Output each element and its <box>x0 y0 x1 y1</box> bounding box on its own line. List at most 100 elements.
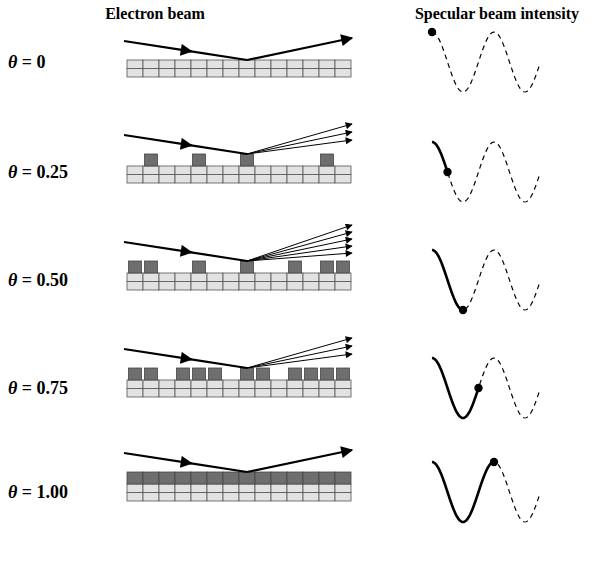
substrate-cell <box>223 389 239 398</box>
specular-beam <box>247 450 352 472</box>
substrate-cell <box>191 484 207 493</box>
adatom <box>177 368 190 380</box>
substrate-cell <box>143 389 159 398</box>
substrate-cell <box>159 484 175 493</box>
substrate-cell <box>175 493 191 502</box>
substrate-cell <box>303 166 319 175</box>
incident-beam <box>124 242 192 252</box>
substrate-cell <box>335 493 351 502</box>
substrate-cell <box>303 493 319 502</box>
substrate-cell <box>287 389 303 398</box>
surface-row <box>124 124 540 202</box>
substrate-cell <box>191 69 207 78</box>
substrate-cell <box>127 389 143 398</box>
scattered-beam <box>247 354 352 368</box>
coverage-label: θ = 0.25 <box>8 162 68 183</box>
substrate-cell <box>255 493 271 502</box>
adatom <box>193 154 206 166</box>
substrate-cell <box>207 175 223 184</box>
substrate-cell <box>191 493 207 502</box>
substrate-cell <box>335 273 351 282</box>
adsorbed-layer-cell <box>207 472 223 484</box>
substrate-cell <box>239 389 255 398</box>
incident-beam <box>190 145 248 154</box>
substrate-cell <box>223 273 239 282</box>
substrate-cell <box>143 166 159 175</box>
substrate-cell <box>255 389 271 398</box>
intensity-curve-dashed <box>432 142 540 202</box>
substrate-cell <box>127 484 143 493</box>
substrate-cell <box>255 380 271 389</box>
substrate-cell <box>303 282 319 291</box>
substrate-cell <box>271 389 287 398</box>
substrate-cell <box>271 493 287 502</box>
adatom <box>321 261 334 273</box>
substrate-cell <box>127 282 143 291</box>
surface-row <box>124 450 540 522</box>
substrate-cell <box>207 484 223 493</box>
substrate-cell <box>335 282 351 291</box>
intensity-curve-solid <box>432 250 463 310</box>
substrate-cell <box>255 69 271 78</box>
scattered-beam <box>247 338 352 368</box>
adatom <box>289 261 302 273</box>
adatom <box>321 368 334 380</box>
incident-beam <box>190 359 248 368</box>
substrate-cell <box>143 273 159 282</box>
substrate-cell <box>287 380 303 389</box>
coverage-symbol: θ <box>8 378 17 398</box>
adatom <box>241 154 254 166</box>
substrate-cell <box>191 380 207 389</box>
substrate-cell <box>143 60 159 69</box>
intensity-dot <box>474 384 482 392</box>
intensity-curve-dashed <box>432 462 540 522</box>
coverage-symbol: θ <box>8 162 17 182</box>
substrate-cell <box>255 175 271 184</box>
substrate-cell <box>207 69 223 78</box>
substrate-cell <box>159 389 175 398</box>
substrate-cell <box>319 389 335 398</box>
intensity-curve-solid <box>432 358 479 418</box>
substrate-cell <box>223 484 239 493</box>
surface-row <box>124 338 540 418</box>
substrate-cell <box>175 380 191 389</box>
substrate-cell <box>127 60 143 69</box>
substrate-cell <box>303 69 319 78</box>
substrate-cell <box>335 69 351 78</box>
substrate-cell <box>319 493 335 502</box>
intensity-curve-dashed <box>432 250 540 310</box>
substrate-cell <box>287 60 303 69</box>
adatom <box>193 261 206 273</box>
substrate-cell <box>335 380 351 389</box>
substrate-cell <box>287 484 303 493</box>
substrate-cell <box>127 380 143 389</box>
substrate-cell <box>127 69 143 78</box>
intensity-dot <box>490 458 498 466</box>
substrate-cell <box>239 166 255 175</box>
substrate-cell <box>207 493 223 502</box>
adsorbed-layer-cell <box>319 472 335 484</box>
substrate-cell <box>127 273 143 282</box>
adatom <box>321 154 334 166</box>
adatom <box>145 261 158 273</box>
substrate-cell <box>303 273 319 282</box>
adatom <box>337 368 350 380</box>
substrate-cell <box>255 166 271 175</box>
column-heading: Specular beam intensity <box>415 5 579 23</box>
adsorbed-layer-cell <box>239 472 255 484</box>
adatom <box>289 368 302 380</box>
scattered-beam <box>247 140 352 154</box>
substrate-cell <box>207 60 223 69</box>
adatom <box>145 368 158 380</box>
coverage-label: θ = 0.50 <box>8 270 68 291</box>
surface-row <box>124 28 540 92</box>
substrate-cell <box>335 389 351 398</box>
substrate-cell <box>303 389 319 398</box>
substrate-cell <box>239 380 255 389</box>
substrate-cell <box>207 166 223 175</box>
substrate-cell <box>175 166 191 175</box>
intensity-curve-dashed <box>432 358 540 418</box>
substrate-cell <box>207 389 223 398</box>
